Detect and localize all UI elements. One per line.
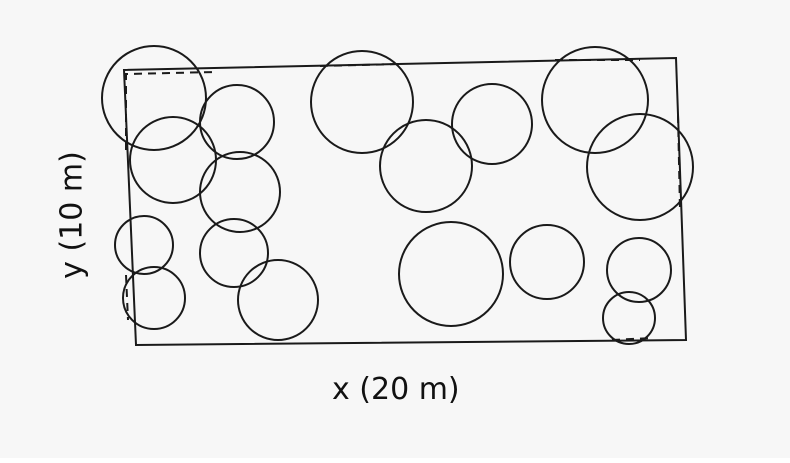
circle-15 <box>509 224 585 300</box>
circle-9 <box>310 50 414 154</box>
circle-13 <box>586 113 694 221</box>
circle-1 <box>101 45 207 151</box>
plot-boundary <box>122 56 688 347</box>
x-axis-label: x (20 m) <box>332 372 460 407</box>
circle-11 <box>451 83 533 165</box>
circle-5 <box>114 215 174 275</box>
y-axis-label: y (10 m) <box>54 151 90 279</box>
circle-4 <box>199 151 281 233</box>
circle-6 <box>199 218 269 288</box>
circle-12 <box>541 46 649 154</box>
circle-group <box>101 45 694 345</box>
circle-17 <box>602 291 656 345</box>
dashed-corner-top-left <box>125 71 216 150</box>
circle-8 <box>237 259 319 341</box>
circle-16 <box>606 237 672 303</box>
circle-10 <box>379 119 473 213</box>
circle-2 <box>199 84 275 160</box>
circle-14 <box>398 221 504 327</box>
circle-3 <box>129 116 217 204</box>
circle-7 <box>122 266 186 330</box>
